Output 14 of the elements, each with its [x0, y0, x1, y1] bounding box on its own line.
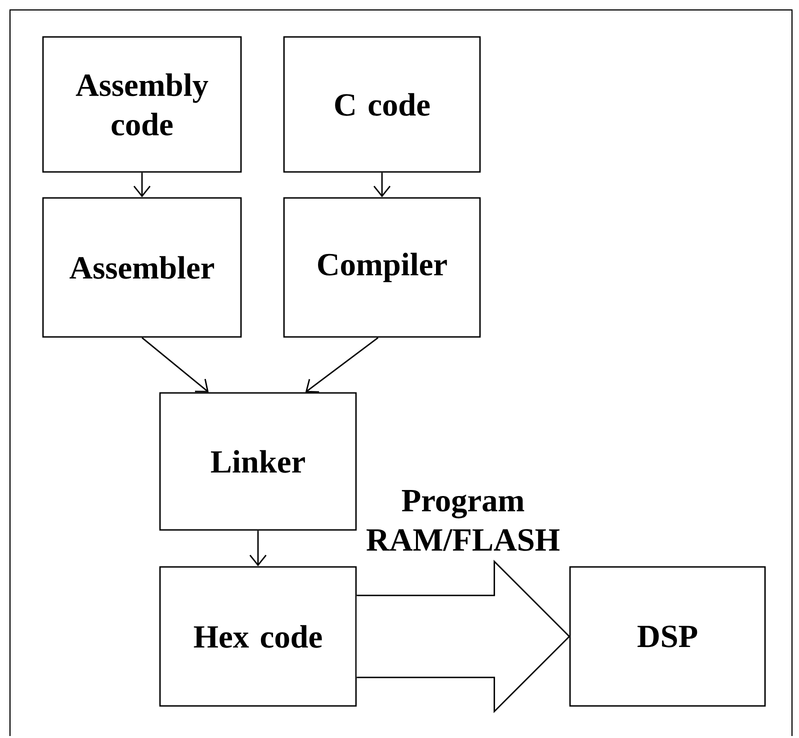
arrow [133, 172, 151, 198]
process-box: DSP [569, 566, 766, 707]
process-box: Hex code [159, 566, 357, 707]
arrow [373, 172, 391, 198]
arrow [249, 530, 267, 566]
process-box: Assembly code [42, 36, 242, 173]
edge-label: Program RAM/FLASH [362, 488, 564, 552]
arrow [305, 337, 378, 393]
block-arrow [356, 560, 570, 714]
process-box: C code [283, 36, 481, 173]
arrow [142, 337, 209, 392]
process-box: Assembler [42, 197, 242, 338]
process-box: Compiler [283, 197, 481, 338]
process-box: Linker [159, 392, 357, 531]
